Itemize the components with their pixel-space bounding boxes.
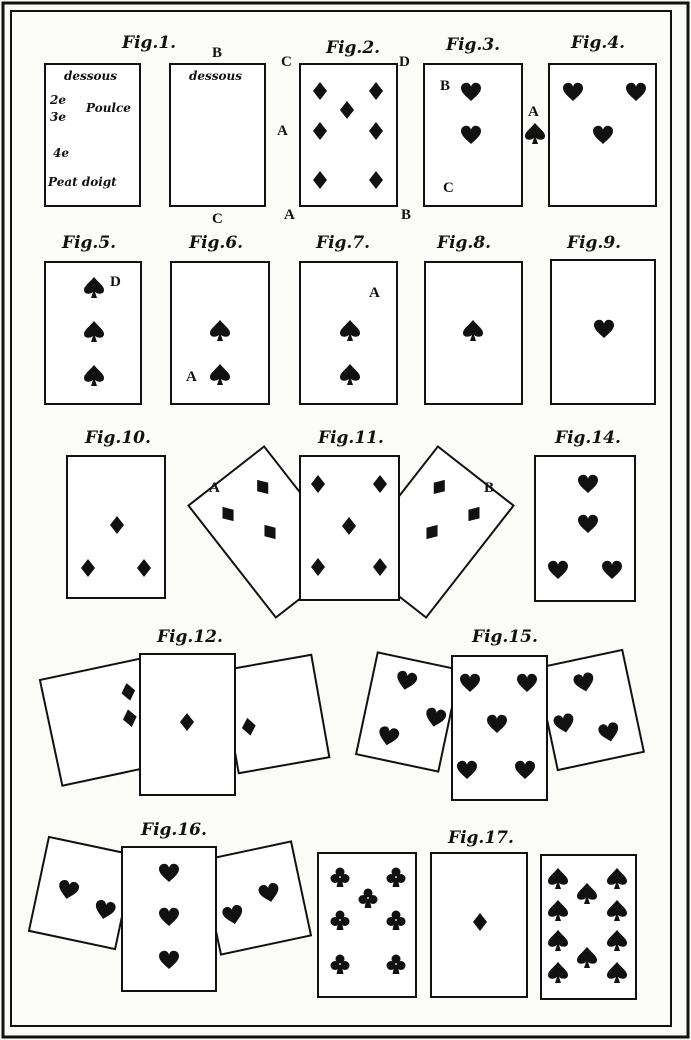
fig9-label: Fig.9.: [566, 233, 621, 253]
fig2-label: Fig.2.: [325, 38, 380, 58]
fig16-card-left: [29, 837, 135, 949]
figure-9: Fig.9.: [551, 233, 655, 404]
fig7-label: Fig.7.: [315, 233, 370, 253]
fig5-letter-d: D: [110, 274, 121, 290]
fig3-spade-pip: [525, 123, 545, 144]
fig7-letter-a: A: [369, 285, 380, 301]
figure-14: Fig.14.: [535, 428, 635, 601]
fig1-card1-line4: Peat doigt: [47, 175, 117, 189]
fig15-card-right: [536, 650, 644, 770]
figure-12: Fig.12.: [40, 627, 329, 795]
fig3-letter-c: C: [443, 180, 454, 196]
fig3-label: Fig.3.: [445, 35, 500, 55]
figure-11: Fig.11. A B: [188, 428, 513, 618]
fig1-ordinal-4: 4e: [53, 146, 69, 160]
fig11-label: Fig.11.: [317, 428, 384, 448]
fig8-label: Fig.8.: [436, 233, 491, 253]
fig16-card-right: [201, 841, 311, 954]
fig2-letter-c: C: [281, 54, 292, 70]
fig1-card2-top-text: dessous: [189, 69, 242, 83]
fig2-letter-d: D: [399, 54, 410, 70]
figure-5: Fig.5. D: [45, 233, 141, 404]
fig3-letter-b: B: [440, 78, 450, 94]
fig1-letter-b: B: [212, 45, 222, 61]
fig1-card1-line2: Poulce: [85, 101, 131, 115]
fig6-letter-a: A: [186, 369, 197, 385]
fig5-label: Fig.5.: [61, 233, 116, 253]
fig1-card1-top-text: dessous: [64, 69, 117, 83]
fig15-card-left: [356, 652, 460, 771]
figure-17: Fig.17.: [318, 828, 636, 999]
fig1-ordinal-2: 2e: [49, 93, 66, 107]
figure-2: Fig.2. C D A A B: [277, 38, 411, 223]
figure-15: Fig.15.: [356, 627, 644, 800]
figure-7: Fig.7. A: [300, 233, 397, 404]
fig1-card-right: [170, 64, 265, 206]
fig1-label: Fig.1.: [121, 33, 176, 53]
fig12-card-right: [221, 655, 330, 773]
figure-3: Fig.3. B C A: [424, 35, 545, 206]
figure-8: Fig.8.: [425, 233, 522, 404]
figure-10: Fig.10.: [67, 428, 165, 598]
fig2-letter-b: B: [401, 207, 411, 223]
fig3-letter-a: A: [528, 104, 539, 120]
figure-16: Fig.16.: [29, 820, 311, 991]
fig2-letter-a-bottom: A: [284, 207, 295, 223]
fig4-label: Fig.4.: [570, 33, 625, 53]
figure-6: Fig.6. A: [171, 233, 269, 404]
fig1-ordinal-3: 3e: [50, 110, 66, 124]
figure-1: Fig.1. dessous 2e Poulce 3e 4e Peat doig…: [45, 33, 265, 227]
fig12-label: Fig.12.: [156, 627, 223, 647]
fig6-label: Fig.6.: [188, 233, 243, 253]
fig10-label: Fig.10.: [84, 428, 151, 448]
fig16-label: Fig.16.: [140, 820, 207, 840]
fig2-card: [300, 64, 397, 206]
fig14-label: Fig.14.: [554, 428, 621, 448]
fig17-label: Fig.17.: [447, 828, 514, 848]
fig11-letter-b: B: [484, 480, 494, 496]
fig15-label: Fig.15.: [471, 627, 538, 647]
fig11-letter-a: A: [209, 480, 220, 496]
fig2-letter-a-left: A: [277, 123, 288, 139]
figure-4: Fig.4.: [549, 33, 656, 206]
fig1-letter-c: C: [212, 211, 223, 227]
